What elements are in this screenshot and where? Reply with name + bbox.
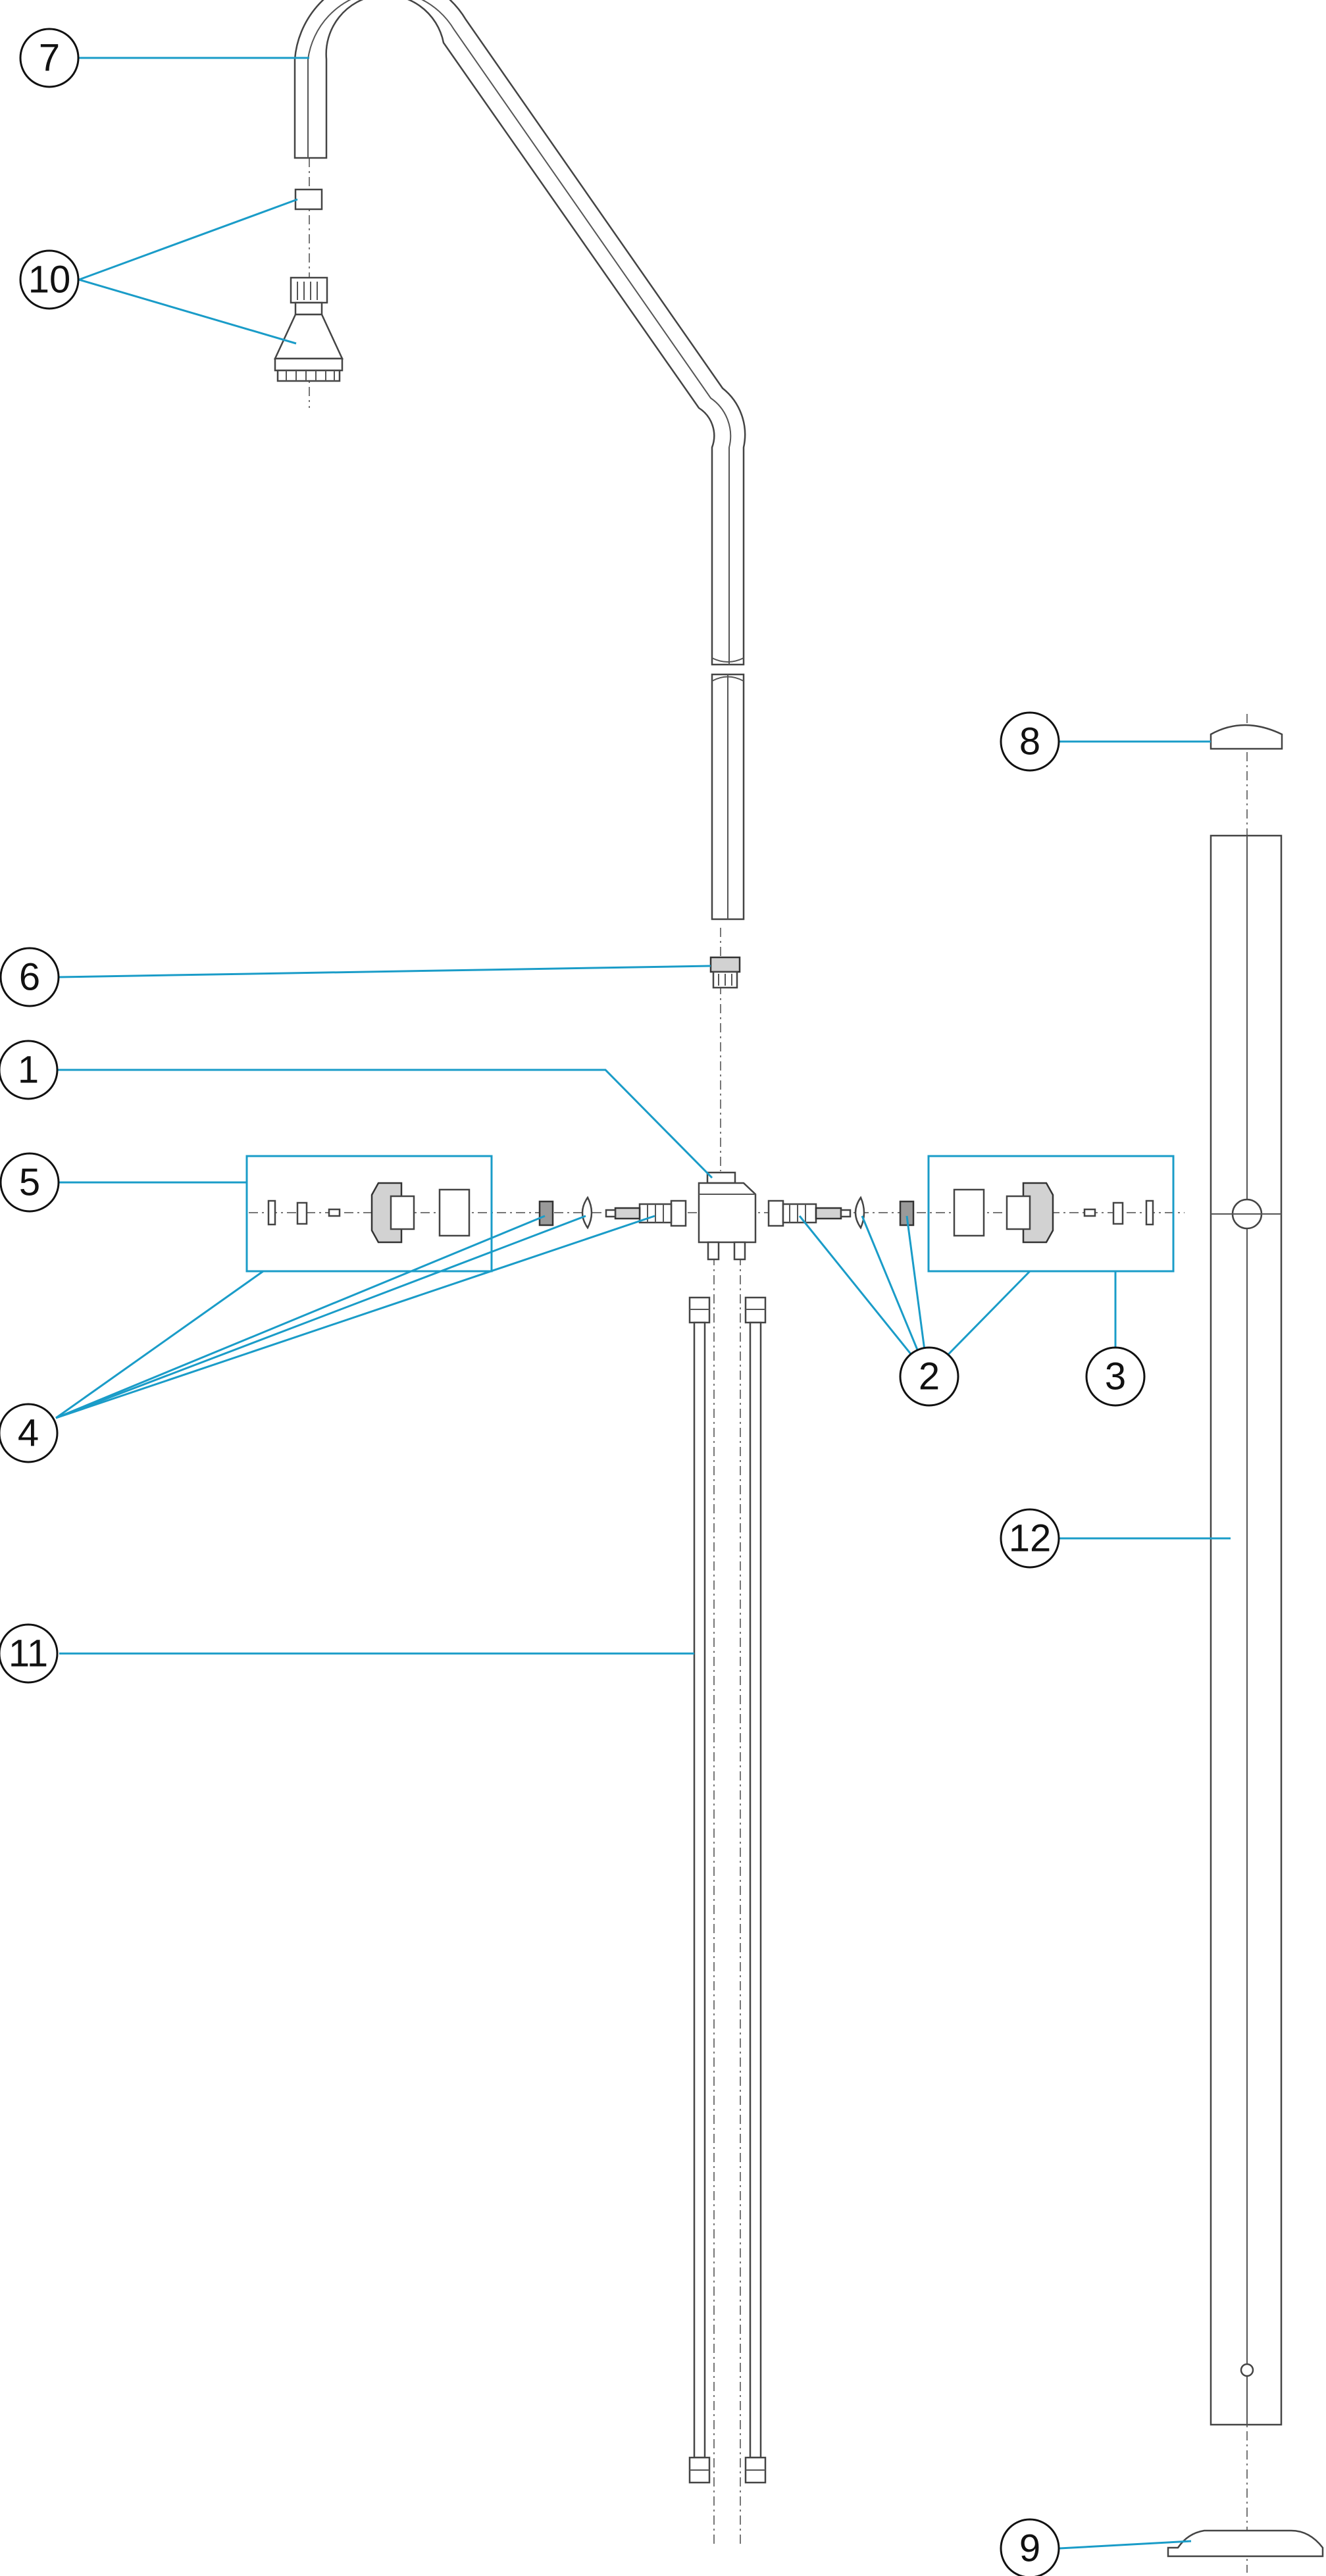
shower-arm-pipe	[293, 0, 746, 666]
callout-label: 9	[1019, 2527, 1040, 2570]
callout-label: 4	[18, 1412, 39, 1455]
mixer-body	[698, 1171, 757, 1261]
callout-10: 10	[19, 249, 80, 310]
callout-9: 9	[1000, 2518, 1060, 2576]
left-valve-parts	[538, 1196, 687, 1230]
shower-column	[1210, 834, 1283, 2426]
callout-12: 12	[1000, 1508, 1060, 1569]
callout-label: 8	[1019, 720, 1040, 763]
callout-label: 11	[9, 1632, 48, 1675]
flexible-hoses	[688, 1296, 767, 2484]
callout-label: 6	[19, 956, 40, 999]
callout-5: 5	[0, 1152, 60, 1213]
callout-3: 3	[1085, 1346, 1146, 1407]
pipe-coupling	[709, 956, 741, 989]
callout-1: 1	[0, 1040, 59, 1100]
right-handle-kit	[927, 1155, 1175, 1273]
callout-label: 1	[18, 1049, 39, 1092]
callout-6: 6	[0, 947, 60, 1007]
callout-2: 2	[899, 1346, 959, 1407]
callout-4: 4	[0, 1403, 59, 1463]
left-handle-kit	[245, 1155, 493, 1273]
callout-label: 12	[1009, 1517, 1052, 1560]
right-valve-parts	[767, 1196, 915, 1230]
callout-11: 11	[0, 1623, 59, 1684]
callout-label: 2	[919, 1355, 940, 1398]
callout-label: 5	[19, 1161, 40, 1204]
leader-lines	[55, 57, 1231, 2550]
callout-label: 3	[1105, 1355, 1126, 1398]
callout-7: 7	[19, 28, 80, 88]
callout-8: 8	[1000, 711, 1060, 772]
column-base-plate	[1167, 2529, 1324, 2558]
callout-label: 7	[39, 37, 60, 80]
column-top-cap	[1210, 724, 1283, 750]
pipe-lower-segment	[711, 673, 745, 921]
callout-label: 10	[28, 259, 71, 301]
shower-head	[274, 188, 344, 382]
